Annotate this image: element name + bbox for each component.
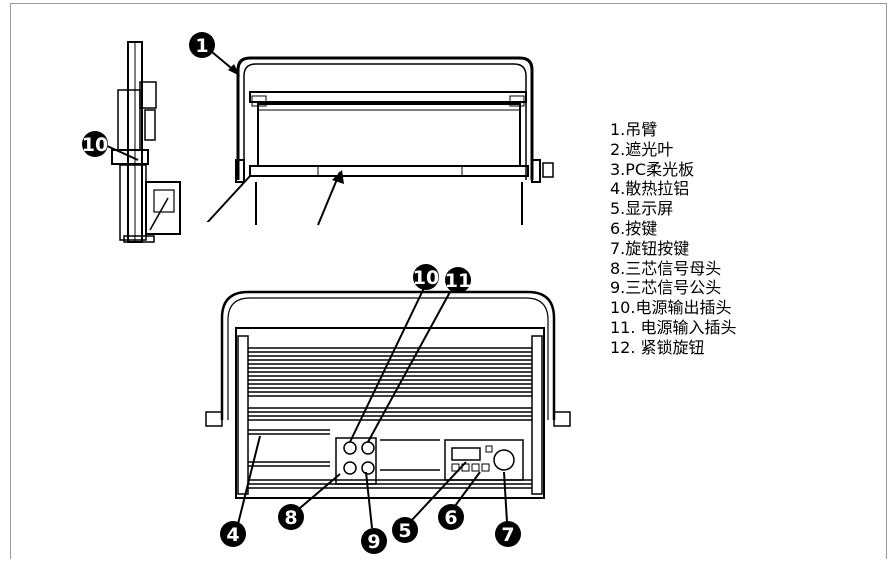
connector-panel xyxy=(335,437,377,485)
callout-label: 4 xyxy=(226,524,239,546)
callout-11: 11 xyxy=(367,267,471,443)
legend-item: 6.按键 xyxy=(610,218,658,238)
legend-item: 7.旋钮按键 xyxy=(610,238,690,258)
legend-item: 2.遮光叶 xyxy=(610,139,674,159)
rear-view xyxy=(205,290,571,499)
callout-10: 10 xyxy=(349,264,439,443)
parts-legend: 1.吊臂 2.遮光叶 3.PC柔光板 4.散热拉铝 5.显示屏 6.按键 7.旋… xyxy=(610,120,737,358)
legend-item: 5.显示屏 xyxy=(610,199,674,219)
callout-label: 1 xyxy=(195,35,208,57)
legend-item: 8.三芯信号母头 xyxy=(610,258,722,278)
callout-4: 4 xyxy=(220,435,261,547)
front-view-top xyxy=(196,56,554,230)
legend-item: 4.散热拉铝 xyxy=(610,179,690,199)
callout-label: 7 xyxy=(501,524,514,546)
callout-label: 10 xyxy=(413,267,439,289)
legend-item: 9.三芯信号公头 xyxy=(610,278,722,298)
callout-8: 8 xyxy=(278,473,341,530)
callout-label: 6 xyxy=(444,507,457,529)
callout-label: 5 xyxy=(398,520,411,542)
side-view xyxy=(111,41,181,243)
legend-item: 1.吊臂 xyxy=(610,120,658,139)
callout-label: 9 xyxy=(367,531,380,553)
callout-6: 6 xyxy=(438,471,481,530)
legend-item: 12. 紧锁旋钮 xyxy=(610,337,705,357)
callout-label: 8 xyxy=(284,507,297,529)
page-frame xyxy=(10,3,887,559)
control-panel xyxy=(444,439,524,481)
legend-item: 3.PC柔光板 xyxy=(610,159,695,179)
callout-1: 1 xyxy=(189,32,240,76)
legend-item: 11. 电源输入插头 xyxy=(610,317,737,337)
callout-10-side: 10 xyxy=(82,131,139,161)
legend-item: 10.电源输出插头 xyxy=(610,298,732,318)
callout-5: 5 xyxy=(392,461,467,543)
callout-label: 10 xyxy=(82,134,108,156)
callout-9: 9 xyxy=(361,471,387,554)
callout-label: 11 xyxy=(445,270,471,292)
callout-7: 7 xyxy=(495,471,521,547)
